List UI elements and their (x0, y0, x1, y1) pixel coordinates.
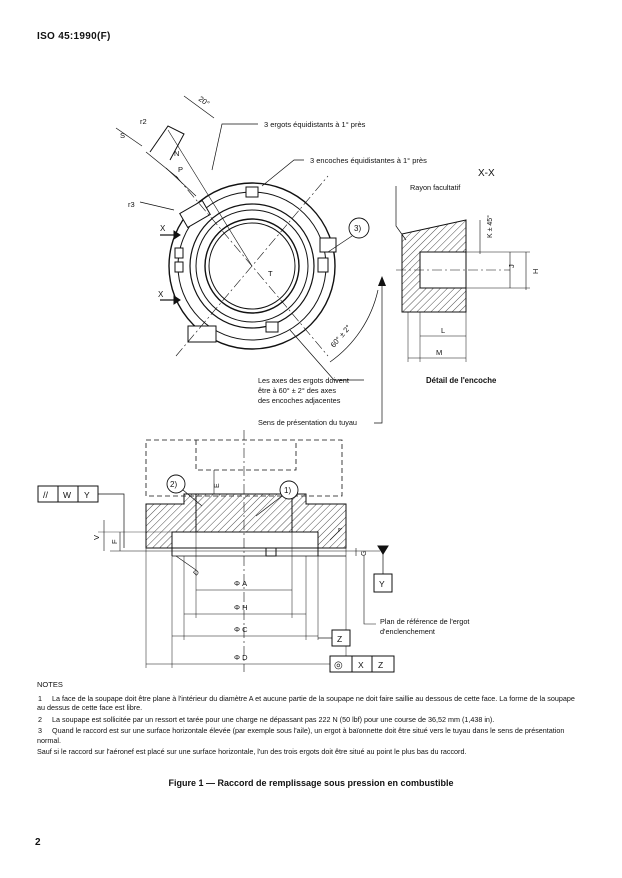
detail-view (395, 186, 530, 362)
notch-top (245, 186, 259, 198)
angle-20-label: 20° (197, 94, 211, 108)
side-dim-F: F (110, 539, 119, 544)
callout-1-label: 1) (284, 486, 291, 495)
top-view (115, 95, 386, 424)
notes-title: NOTES (37, 680, 63, 689)
side-dim-E: E (214, 483, 221, 488)
side-view (37, 430, 395, 673)
frame-datum-Y: Y (84, 490, 90, 500)
detail-dim-H: H (531, 269, 540, 274)
frame-datum-X: X (358, 660, 364, 670)
figure-caption: Figure 1 — Raccord de remplissage sous p… (168, 778, 454, 788)
axes-note-line1: Les axes des ergots doivent (258, 376, 349, 385)
dim-T: T (268, 269, 273, 278)
presentation-leader (374, 280, 383, 424)
detail-title: Détail de l'encoche (426, 376, 497, 385)
callout-3-circle (348, 217, 370, 239)
side-dim-D-small: D (192, 569, 201, 578)
note-text: La soupape est sollicitée par un ressort… (52, 714, 495, 724)
notch-bottom (265, 321, 279, 333)
lug-2 (179, 199, 211, 229)
frame-symbol-parallel: // (43, 490, 49, 500)
dia-H-label: Φ H (234, 603, 247, 612)
lug-1 (187, 325, 217, 343)
detail-dim-K: K ± 45° (486, 215, 494, 238)
section-x-bottom: X (158, 290, 164, 299)
centerline-radial (167, 129, 253, 267)
r3-leader (139, 201, 175, 211)
standard-reference: ISO 45:1990(F) (37, 31, 111, 42)
datum-Y-box (373, 573, 393, 593)
note-text: Sauf si le raccord sur l'aéronef est pla… (37, 747, 467, 756)
tolerance-frame-position (329, 655, 395, 673)
note-item: Sauf si le raccord sur l'aéronef est pla… (37, 747, 577, 757)
dim-N: N (174, 149, 179, 158)
plan-label-line1: Plan de référence de l'ergot (380, 617, 469, 626)
presentation-label: Sens de présentation du tuyau (258, 418, 357, 427)
ring-circle-3 (195, 209, 309, 323)
label-ergots: 3 ergots équidistants à 1° près (264, 120, 366, 129)
dim-S: S (120, 131, 125, 140)
dim-r3: r3 (128, 200, 135, 209)
dia-A-label: Φ A (234, 579, 247, 588)
detail-section-title: X-X (478, 168, 495, 179)
note-number: 3 (38, 726, 42, 735)
dia-C-label: Φ C (234, 625, 248, 634)
callout-2-label: 2) (170, 480, 177, 489)
detail-dim-J: J (507, 264, 516, 268)
datum-Z-label: Z (337, 634, 342, 644)
valve-body-section-right (291, 493, 347, 549)
bore-circle-outer (204, 218, 300, 314)
detail-dim-L: L (441, 326, 445, 335)
note-text: Quand le raccord est sur une surface hor… (37, 726, 565, 745)
label-encoches: 3 encoches équidistantes à 1° près (310, 156, 427, 165)
dim-P: P (178, 165, 183, 174)
angle-60-arc (329, 289, 379, 363)
callout-3-label: 3) (354, 224, 361, 233)
outer-flange-circle (168, 182, 336, 350)
side-dim-V: V (92, 535, 101, 540)
side-dim-G: G (361, 551, 368, 556)
dia-D-label: Φ D (234, 653, 248, 662)
frame-datum-W: W (63, 490, 71, 500)
lug-pin (265, 547, 277, 557)
detail-rayon-label: Rayon facultatif (410, 183, 461, 192)
dim-r2: r2 (140, 117, 147, 126)
detail-dim-M: M (436, 348, 442, 357)
valve-body-section (145, 493, 197, 549)
page-number: 2 (35, 837, 41, 848)
ring-circle-2 (189, 203, 315, 329)
callout-2-circle (166, 474, 186, 494)
frame-datum-Z: Z (378, 660, 383, 670)
bore-circle-inner (208, 222, 296, 310)
section-x-top: X (160, 224, 166, 233)
datum-Z-box (331, 629, 351, 647)
datum-Y-label: Y (379, 579, 385, 589)
encoches-leader (261, 159, 304, 187)
axes-note-leader (289, 329, 364, 381)
lug-3 (319, 237, 337, 253)
note-item: 2 La soupape est sollicitée par un ressor… (37, 715, 577, 725)
note-number: 1 (38, 693, 42, 703)
notch-right (317, 257, 329, 273)
callout-1-circle (279, 480, 299, 500)
axes-note-line2: être à 60° ± 2° des axes (258, 386, 336, 395)
notch-left-top (174, 247, 184, 259)
lug-profile (149, 125, 185, 161)
dim-line-20 (183, 95, 215, 119)
notch-left-bottom (174, 261, 184, 273)
axes-note-line3: des encoches adjacentes (258, 396, 341, 405)
plan-label-line2: d'enclenchement (380, 627, 435, 636)
side-dim-r: r (338, 525, 341, 534)
ergots-leader (211, 123, 258, 171)
note-text: La face de la soupape doit être plane à … (37, 693, 575, 713)
note-number: 2 (38, 714, 42, 724)
frame-position-symbol: ◎ (334, 660, 343, 671)
